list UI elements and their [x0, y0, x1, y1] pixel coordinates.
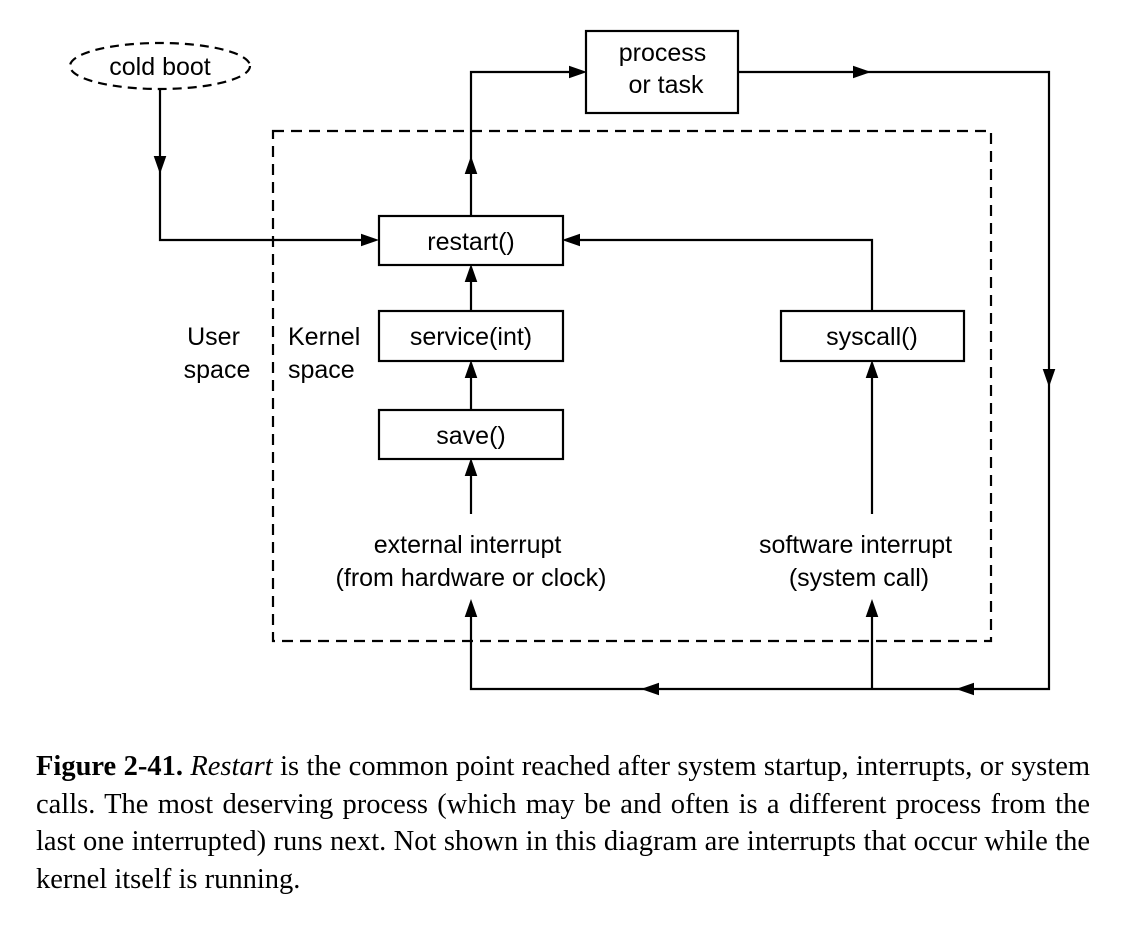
restart-label: restart()	[427, 228, 515, 256]
caption-text: is the common point reached after system…	[36, 751, 1091, 895]
figure-caption: Figure 2-41. Restart is the common point…	[36, 748, 1090, 898]
cold-boot-label: cold boot	[109, 53, 211, 81]
external-interrupt-label: external interrupt (from hardware or clo…	[336, 531, 607, 592]
figure-number: Figure 2-41.	[36, 751, 183, 782]
kernel-space-boundary	[271, 129, 993, 643]
caption-emphasis: Restart	[190, 751, 273, 782]
edge-right-to-bottom	[956, 378, 1051, 696]
edge-syscall-to-restart	[562, 233, 874, 270]
user-space-label: User space	[184, 323, 251, 384]
process-task-label: process or task	[619, 39, 714, 99]
kernel-space-label: Kernel space	[288, 323, 367, 384]
edge-bottom-to-external	[464, 599, 650, 691]
restart-flow-diagram: cold boot process or task restart() serv…	[68, 29, 1056, 696]
edge-coldboot-to-restart	[158, 165, 379, 247]
software-interrupt-label: software interrupt (system call)	[759, 531, 959, 592]
edge-restart-to-process	[469, 65, 587, 165]
save-label: save()	[436, 422, 505, 450]
edge-right-down	[862, 70, 1056, 387]
service-label: service(int)	[410, 323, 532, 351]
syscall-label: syscall()	[826, 323, 918, 351]
